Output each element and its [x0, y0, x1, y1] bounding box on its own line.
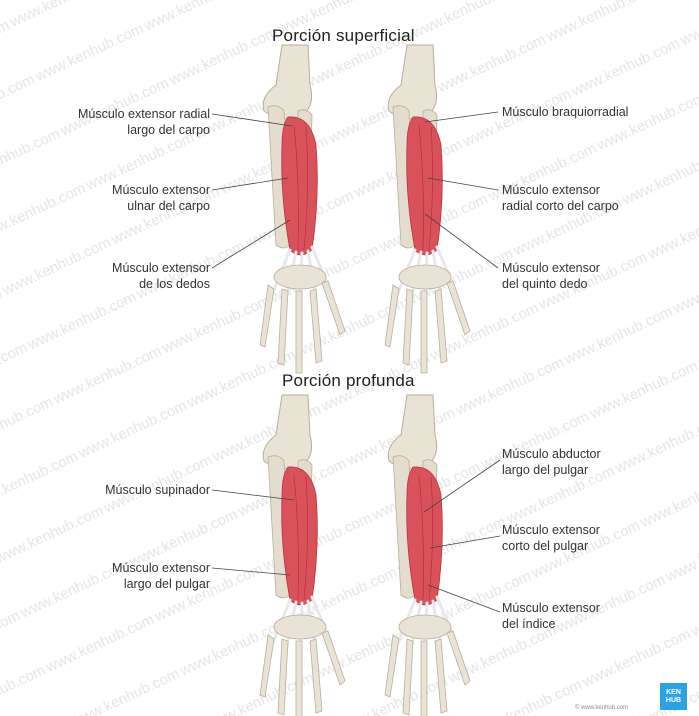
label-extensor-ulnar-carpo: Músculo extensor ulnar del carpo — [28, 182, 210, 214]
label-line: ulnar del carpo — [28, 198, 210, 214]
label-extensor-radial-corto-carpo: Músculo extensor radial corto del carpo — [502, 182, 682, 214]
label-line: Músculo extensor — [502, 522, 682, 538]
label-line: Músculo extensor — [28, 182, 210, 198]
label-line: del índice — [502, 616, 682, 632]
label-line: de los dedos — [28, 276, 210, 292]
label-line: Músculo braquiorradial — [502, 104, 682, 120]
label-line: largo del pulgar — [28, 576, 210, 592]
section-title-superficial: Porción superficial — [272, 26, 415, 46]
label-extensor-largo-pulgar: Músculo extensor largo del pulgar — [28, 560, 210, 592]
kenhub-logo: KEN HUB — [660, 683, 687, 710]
label-extensor-indice: Músculo extensor del índice — [502, 600, 682, 632]
copyright-text: © www.kenhub.com — [575, 705, 628, 711]
label-extensor-quinto-dedo: Músculo extensor del quinto dedo — [502, 260, 682, 292]
section-title-deep: Porción profunda — [282, 371, 415, 391]
label-line: Músculo extensor — [28, 560, 210, 576]
label-line: largo del carpo — [28, 122, 210, 138]
label-line: radial corto del carpo — [502, 198, 682, 214]
label-line: Músculo extensor — [502, 182, 682, 198]
label-line: corto del pulgar — [502, 538, 682, 554]
label-line: del quinto dedo — [502, 276, 682, 292]
label-extensor-dedos: Músculo extensor de los dedos — [28, 260, 210, 292]
label-line: Músculo extensor — [28, 260, 210, 276]
label-line: Músculo abductor — [502, 446, 682, 462]
logo-line: KEN — [666, 689, 681, 697]
label-extensor-corto-pulgar: Músculo extensor corto del pulgar — [502, 522, 682, 554]
label-line: Músculo supinador — [28, 482, 210, 498]
label-braquiorradial: Músculo braquiorradial — [502, 104, 682, 120]
label-abductor-largo-pulgar: Músculo abductor largo del pulgar — [502, 446, 682, 478]
label-supinador: Músculo supinador — [28, 482, 210, 498]
label-line: Músculo extensor — [502, 260, 682, 276]
label-line: largo del pulgar — [502, 462, 682, 478]
logo-line: HUB — [666, 697, 681, 705]
label-line: Músculo extensor — [502, 600, 682, 616]
label-extensor-radial-largo-carpo: Músculo extensor radial largo del carpo — [28, 106, 210, 138]
label-line: Músculo extensor radial — [28, 106, 210, 122]
